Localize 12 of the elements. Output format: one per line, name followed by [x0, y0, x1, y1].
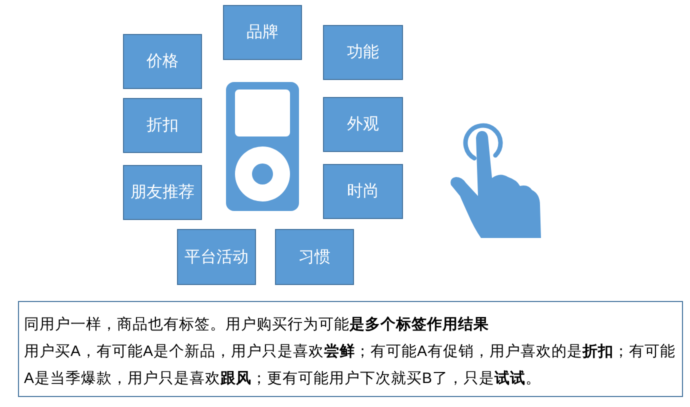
tag-box: 习惯 [275, 229, 354, 285]
tag-box: 功能 [323, 25, 403, 80]
tag-box: 时尚 [323, 164, 403, 219]
paragraph: 用户买A，有可能A是个新品，用户只是喜欢尝鲜；有可能A有促销，用户喜欢的是折扣；有可能A是当季爆款，用户只是喜欢跟风；更有可能用户下次就买B了，只是试试。 [24, 342, 677, 389]
tag-box: 外观 [323, 97, 403, 152]
paragraph: 同用户一样，商品也有标签。用户购买行为可能是多个标签作用结果 [24, 315, 490, 335]
tag-box: 品牌 [223, 5, 302, 60]
tag-box: 折扣 [123, 98, 202, 153]
tag-box: 平台活动 [177, 229, 256, 285]
tag-box: 朋友推荐 [123, 165, 202, 220]
note-box [18, 301, 683, 397]
tag-box: 价格 [123, 34, 202, 89]
